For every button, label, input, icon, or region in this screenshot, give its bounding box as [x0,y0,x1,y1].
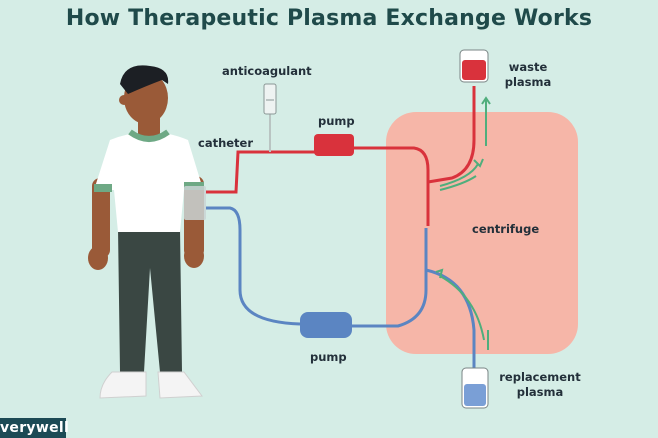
label-catheter: catheter [198,136,254,150]
blue-tube-pump-to-centrifuge [352,228,428,328]
label-plasma: plasma [504,75,552,89]
brand-logo: verywell [0,418,70,438]
patient-figure [88,65,206,399]
label-centrifuge: centrifuge [472,222,540,236]
red-tube-pump-to-centrifuge [352,146,430,226]
diagram-title: How Therapeutic Plasma Exchange Works [65,6,593,31]
pump-top [314,134,354,156]
blood-bag-icon [459,49,489,83]
blue-tube-catheter-to-pump [206,206,301,326]
test-tube-icon [461,367,489,409]
pump-bottom [300,312,352,338]
label-pump-top: pump [318,114,355,128]
syringe-icon [263,83,277,115]
label-replacement-plasma: replacement plasma [494,370,586,400]
arrow-up-icon [435,96,491,350]
red-tube-catheter-to-pump [206,150,316,194]
label-pump-bottom: pump [310,350,347,364]
label-waste: waste [508,60,548,74]
centrifuge-box [386,112,578,354]
red-tube-to-waste [427,86,476,184]
label-replacement: replacement [499,370,581,384]
label-plasma-2: plasma [516,385,564,399]
label-waste-plasma: waste plasma [500,60,556,90]
label-anticoagulant: anticoagulant [222,64,312,78]
